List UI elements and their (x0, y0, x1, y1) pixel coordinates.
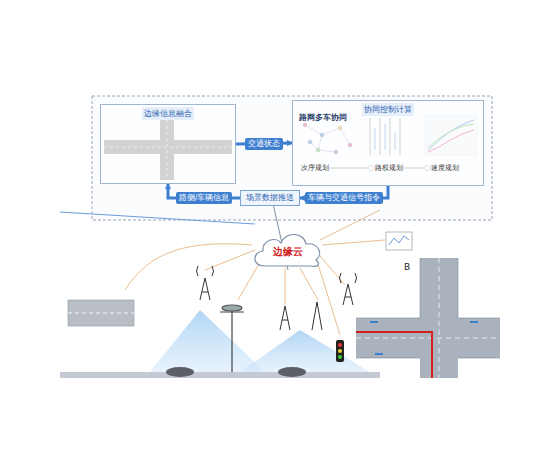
dashed-frame (92, 96, 492, 220)
edge-label: 路侧/车辆信息 (176, 192, 233, 204)
step-label: 次序规划 (301, 163, 329, 173)
node-text: 边缘云 (250, 226, 326, 259)
traffic-light (336, 340, 344, 362)
radio-links (125, 210, 385, 335)
sensor-cone (240, 330, 370, 372)
process-box: 场景数据推送 (240, 190, 300, 206)
node-text: 路网多车协同 (299, 113, 347, 123)
intersection (356, 258, 500, 378)
edge-label: 交通状态 (245, 138, 283, 150)
node-text: 边缘信息融合 (142, 107, 194, 120)
node-text: 次序规划 (301, 163, 329, 173)
panel-box: 协同控制计算路网多车协同次序规划 路权规划 速度规划 (292, 100, 484, 186)
panel-box: 边缘信息融合 (100, 104, 236, 184)
sub-title: 路网多车协同 (299, 113, 347, 123)
node-text: 路权规划 (375, 163, 403, 173)
car (166, 367, 306, 377)
step-label: 速度规划 (431, 163, 459, 173)
node-text: 速度规划 (431, 163, 459, 173)
lamp-post (220, 305, 244, 372)
tower (197, 266, 357, 330)
chart-icon (386, 232, 412, 250)
node-text: 场景数据推送 (246, 193, 294, 203)
leader-line (60, 212, 255, 224)
cloud-node: 边缘云 (250, 226, 326, 270)
node-text: 协同控制计算 (362, 103, 414, 116)
sensor-cone (150, 310, 265, 372)
road-strip (68, 300, 134, 326)
callout-label: B (404, 262, 410, 272)
edge-label: 车辆与交通信号指令 (305, 192, 383, 204)
step-label: 路权规划 (375, 163, 403, 173)
road (60, 372, 380, 378)
